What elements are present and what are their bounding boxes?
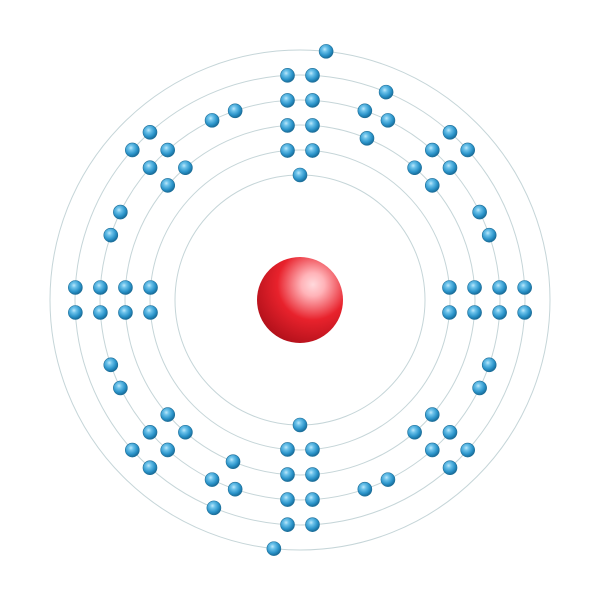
electron-icon: [292, 167, 308, 183]
electron-icon: [305, 143, 320, 158]
electron-icon: [280, 467, 295, 482]
electron-icon: [68, 280, 83, 295]
electron-icon: [227, 481, 243, 497]
electron-icon: [143, 280, 158, 295]
electron-icon: [305, 467, 320, 482]
electron-icon: [113, 380, 128, 396]
electron-icon: [125, 442, 140, 458]
electrons: [68, 44, 532, 556]
electron-icon: [305, 93, 320, 108]
electron-icon: [142, 460, 158, 475]
electron-icon: [442, 280, 457, 295]
electron-icon: [442, 460, 458, 475]
electron-icon: [143, 305, 158, 320]
electron-icon: [118, 305, 133, 320]
shell-ring-6: [49, 49, 551, 551]
electron-icon: [467, 305, 482, 320]
electron-icon: [103, 227, 119, 243]
electron-icon: [160, 178, 176, 193]
electron-icon: [442, 125, 458, 140]
electron-icon: [280, 143, 295, 158]
electron-icon: [142, 125, 158, 140]
electron-icon: [424, 178, 440, 193]
electron-icon: [292, 417, 308, 433]
electron-icon: [305, 68, 320, 83]
electron-icon: [305, 492, 320, 507]
shell-ring-4: [99, 99, 501, 501]
electron-icon: [305, 442, 320, 457]
electron-icon: [118, 280, 133, 295]
electron-icon: [280, 517, 295, 532]
electron-icon: [160, 407, 176, 422]
electron-icon: [93, 280, 108, 295]
electron-icon: [407, 160, 422, 176]
electron-icon: [305, 118, 320, 133]
electron-icon: [93, 305, 108, 320]
electron-icon: [266, 541, 282, 556]
electron-icon: [160, 142, 175, 158]
electron-icon: [280, 68, 295, 83]
electron-icon: [357, 103, 373, 119]
electron-icon: [442, 305, 457, 320]
electron-icon: [460, 142, 475, 158]
electron-icon: [472, 380, 487, 396]
electron-icon: [359, 131, 375, 146]
electron-icon: [442, 160, 458, 175]
nucleus-icon: [257, 257, 343, 343]
electron-icon: [517, 280, 532, 295]
electron-icon: [227, 103, 243, 119]
electron-icon: [225, 454, 241, 469]
electron-icon: [424, 407, 440, 422]
electron-icon: [407, 424, 422, 440]
shell-ring-3: [124, 124, 476, 476]
electron-icon: [178, 160, 193, 176]
electron-icon: [492, 280, 507, 295]
electron-icon: [492, 305, 507, 320]
electron-icon: [68, 305, 83, 320]
electron-icon: [178, 424, 193, 440]
electron-icon: [425, 442, 440, 458]
electron-icon: [378, 84, 394, 100]
electron-icon: [517, 305, 532, 320]
electron-icon: [206, 500, 222, 516]
electron-icon: [142, 160, 158, 175]
electron-icon: [103, 357, 119, 373]
shell-ring-2: [149, 149, 451, 451]
electron-icon: [280, 442, 295, 457]
electron-icon: [142, 425, 158, 440]
electron-icon: [280, 118, 295, 133]
electron-icon: [442, 425, 458, 440]
electron-icon: [280, 93, 295, 108]
shell-ring-5: [74, 74, 526, 526]
electron-icon: [481, 357, 497, 373]
electron-icon: [318, 44, 334, 59]
electron-icon: [481, 227, 497, 243]
electron-icon: [160, 442, 175, 458]
electron-icon: [380, 113, 396, 128]
electron-icon: [305, 517, 320, 532]
electron-icon: [472, 204, 487, 220]
electron-icon: [467, 280, 482, 295]
electron-icon: [280, 492, 295, 507]
electron-icon: [380, 472, 396, 487]
electron-icon: [425, 142, 440, 158]
electron-icon: [125, 142, 140, 158]
electron-icon: [460, 442, 475, 458]
electron-icon: [113, 204, 128, 220]
electron-icon: [204, 472, 220, 487]
electron-icon: [204, 113, 220, 128]
electron-icon: [357, 481, 373, 497]
